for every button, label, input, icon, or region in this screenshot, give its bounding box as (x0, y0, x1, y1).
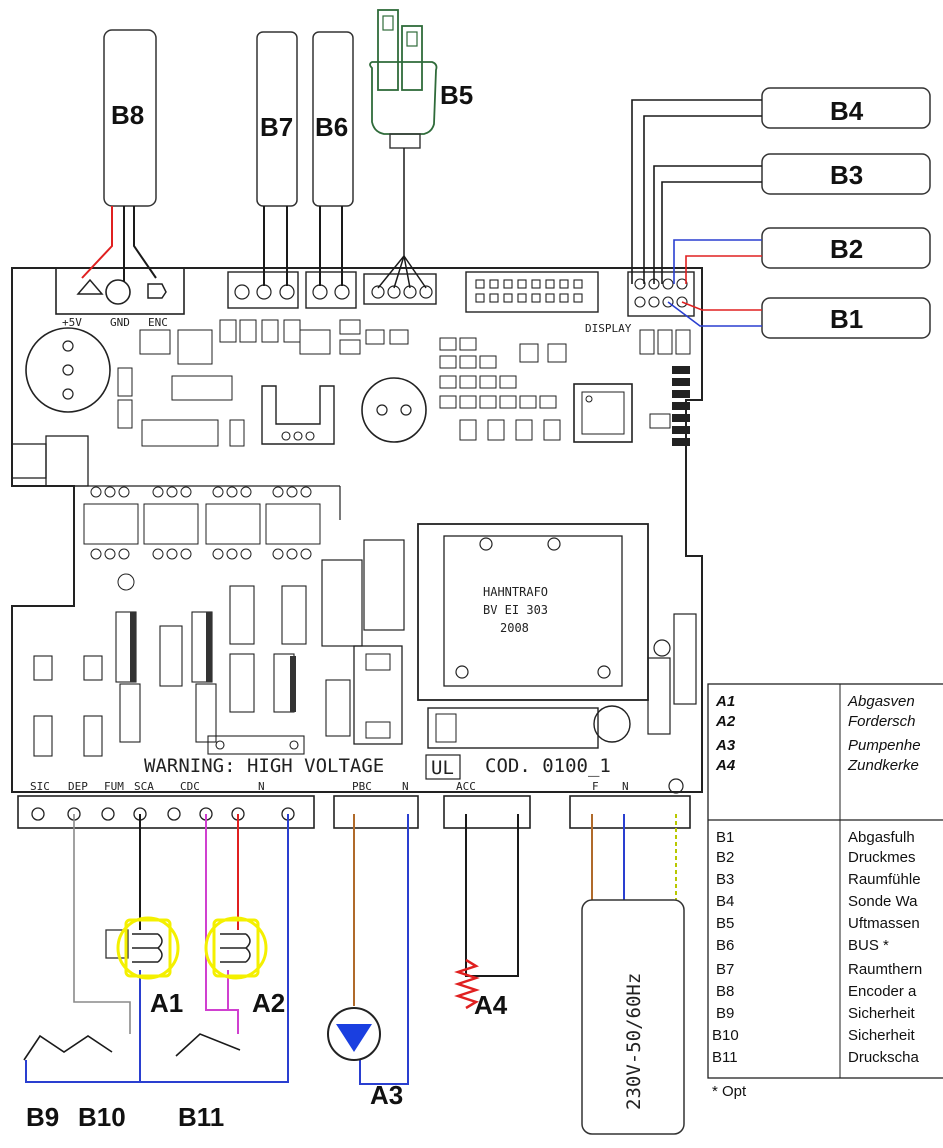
legend-a4-text: Zundkerke (847, 757, 919, 774)
actuator-a2-label: A2 (252, 988, 285, 1018)
power-supply-label: 230V-50/60Hz (623, 973, 645, 1110)
switch-b9-label: B9 (26, 1102, 59, 1132)
switch-b11-label: B11 (178, 1102, 224, 1132)
legend-b3-text: Raumfühle (848, 871, 921, 888)
trafo-model: BV EI 303 (483, 603, 548, 617)
legend-b3-code: B3 (716, 871, 734, 888)
legend-footnote: * Opt (712, 1083, 747, 1100)
legend-b2-code: B2 (716, 849, 734, 866)
actuator-a4-igniter: A4 (454, 958, 508, 1020)
legend-b8-code: B8 (716, 983, 734, 1000)
ground-icon (668, 778, 684, 794)
trafo-name: HAHNTRAFO (483, 585, 548, 599)
label-sic: SIC (30, 780, 50, 793)
legend-b9-code: B9 (716, 1005, 734, 1022)
label-dep: DEP (68, 780, 88, 793)
legend-b6-text: BUS * (848, 937, 889, 954)
legend-b6-code: B6 (716, 937, 734, 954)
legend-b8-text: Encoder a (848, 983, 917, 1000)
label-pbc: PBC (352, 780, 372, 793)
legend-a1-text: Abgasven (847, 693, 915, 710)
sensor-b5: B5 (369, 9, 473, 149)
label-gnd: GND (110, 316, 130, 329)
sensor-b8: B8 (103, 29, 157, 207)
label-cdc: CDC (180, 780, 200, 793)
switch-b10-label: B10 (78, 1102, 126, 1132)
sensor-b6-label: B6 (315, 112, 348, 142)
legend-a2-text: Fordersch (848, 713, 916, 730)
sensor-b3: B3 (761, 153, 931, 195)
legend-b2-text: Druckmes (848, 849, 916, 866)
sensor-b7-label: B7 (260, 112, 293, 142)
sensor-b8-label: B8 (111, 100, 144, 130)
code-text: COD. 0100_1 (485, 755, 611, 777)
legend-b7-text: Raumthern (848, 961, 922, 978)
power-supply: 230V-50/60Hz (581, 899, 685, 1135)
sensor-b2-label: B2 (830, 234, 863, 264)
legend-a3-text: Pumpenhe (848, 737, 921, 754)
label-sca: SCA (134, 780, 154, 793)
sensor-b6: B6 (312, 31, 354, 207)
label-n2: N (402, 780, 409, 793)
sensor-b7: B7 (256, 31, 298, 207)
legend-b4-text: Sonde Wa (848, 893, 918, 910)
warning-text: WARNING: HIGH VOLTAGE (144, 755, 384, 777)
legend-a2-code: A2 (715, 713, 736, 730)
legend-b1-code: B1 (716, 829, 734, 846)
label-fum: FUM (104, 780, 124, 793)
sensor-b1-label: B1 (830, 304, 863, 334)
sensor-b2: B2 (761, 227, 931, 269)
legend-b5-code: B5 (716, 915, 734, 932)
actuator-a3-label: A3 (370, 1080, 403, 1110)
trafo-year: 2008 (500, 621, 529, 635)
ul-mark: UL (431, 757, 454, 779)
resistor-icon (454, 958, 480, 1010)
legend-b9-text: Sicherheit (848, 1005, 916, 1022)
legend-a4-code: A4 (715, 757, 736, 774)
actuator-a4-label: A4 (474, 990, 508, 1020)
label-f: F (592, 780, 599, 793)
legend-b11-text: Druckscha (848, 1049, 920, 1066)
legend-a1-code: A1 (715, 693, 735, 710)
legend-b7-code: B7 (716, 961, 734, 978)
legend: A1 Abgasven A2 Fordersch A3 Pumpenhe A4 … (707, 683, 943, 1100)
legend-b11-code: B11 (712, 1049, 738, 1066)
sensor-b5-label: B5 (440, 80, 473, 110)
actuator-a1: A1 (105, 916, 183, 1018)
sensor-b1: B1 (761, 297, 931, 339)
label-acc: ACC (456, 780, 476, 793)
label-display: DISPLAY (585, 322, 632, 335)
pump-icon (336, 1024, 372, 1052)
legend-b10-code: B10 (712, 1027, 739, 1044)
sensor-b3-label: B3 (830, 160, 863, 190)
legend-b10-text: Sicherheit (848, 1027, 916, 1044)
actuator-a2: A2 (204, 916, 285, 1018)
legend-b5-text: Uftmassen (848, 915, 920, 932)
actuator-a1-label: A1 (150, 988, 183, 1018)
label-n3: N (622, 780, 629, 793)
legend-b1-text: Abgasfulh (848, 829, 915, 846)
legend-b4-code: B4 (716, 893, 734, 910)
label-n1: N (258, 780, 265, 793)
sensor-b4: B4 (761, 87, 931, 129)
control-board: +5V GND ENC DISPLAY (11, 267, 703, 794)
legend-a3-code: A3 (715, 737, 736, 754)
actuator-a3-pump: A3 (327, 1007, 403, 1110)
label-plus5v: +5V (62, 316, 82, 329)
label-enc: ENC (148, 316, 168, 329)
sensor-b4-label: B4 (830, 96, 864, 126)
